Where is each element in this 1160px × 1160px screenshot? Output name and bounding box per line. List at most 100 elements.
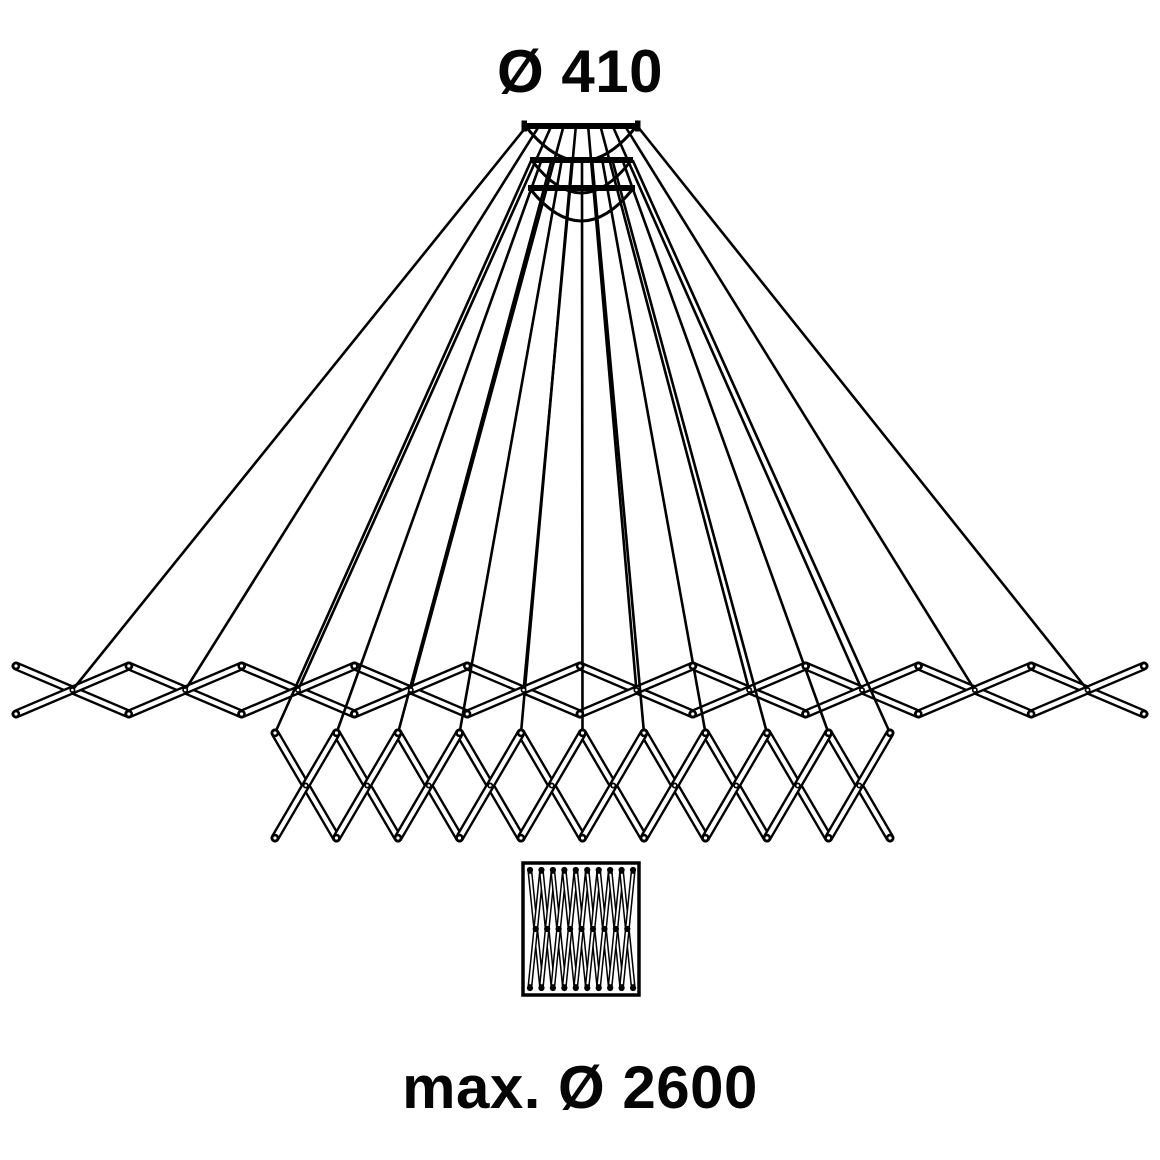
block-rivet [561, 984, 568, 992]
cable-fan-folded [621, 159, 830, 735]
crossing-rivet-hole [296, 688, 300, 692]
pivot-rivet-hole [1142, 712, 1146, 716]
pivot-rivet-hole [691, 664, 695, 668]
pivot-rivet-hole [127, 712, 131, 716]
canopy-end-cap [635, 120, 641, 132]
block-rivet [572, 866, 579, 874]
block-rivet [607, 984, 614, 992]
block-crossing-rivet [601, 925, 608, 933]
crossing-rivet-hole [71, 688, 74, 692]
canopy-disc [528, 185, 635, 191]
crossing-rivet-hole [427, 784, 431, 787]
pivot-rivet-hole [457, 836, 462, 840]
cable-fan-folded [396, 159, 553, 735]
crossing-rivet-hole [973, 688, 977, 692]
canopy-ring-arc [529, 189, 634, 223]
block-rivet [572, 984, 579, 992]
canopy-disc [524, 123, 638, 129]
cable-fan-extended [599, 125, 751, 692]
canopy-ring-arc [531, 161, 632, 195]
block-crossing-rivet [544, 925, 551, 933]
block-crossing-rivet [566, 925, 574, 933]
pivot-rivet-hole [826, 731, 831, 735]
block-rivet [595, 984, 602, 992]
pivot-rivet-hole [352, 664, 356, 668]
pivot-rivet-hole [334, 731, 339, 735]
cable-fan-extended [636, 125, 1089, 692]
block-rivet [629, 984, 637, 992]
crossing-rivet-hole [304, 784, 308, 787]
block-rivets [526, 866, 637, 992]
pivot-rivet-hole [457, 731, 462, 735]
cable-fan-extended [586, 125, 638, 692]
pivot-rivet-hole [14, 712, 18, 716]
block-rivet [584, 984, 591, 992]
cable-fan-folded [590, 159, 646, 735]
block-rivet [561, 866, 568, 874]
cable-fan-extended [71, 125, 528, 692]
crossing-rivet-hole [522, 688, 525, 692]
block-crossing-rivet [532, 925, 539, 933]
pivot-rivet-hole [691, 712, 695, 716]
cable-fan-folded [458, 159, 563, 735]
pivot-rivet-hole [1029, 712, 1033, 716]
pivot-rivet-hole [396, 731, 400, 735]
block-crossing-rivet [578, 925, 585, 933]
block-frame [521, 861, 641, 997]
pivot-rivet-hole [916, 712, 921, 716]
block-rivet [538, 984, 545, 992]
canopy-diameter-label: Ø 410 [497, 38, 663, 105]
crossing-rivet-hole [860, 688, 864, 692]
ceiling-canopy [521, 120, 641, 223]
pivot-rivet-hole [826, 836, 831, 840]
pivot-rivet-hole [273, 731, 277, 735]
max-diameter-label: max. Ø 2600 [402, 1054, 758, 1121]
block-rivet [618, 984, 625, 992]
block-rivet [584, 866, 591, 874]
crossing-rivet-hole [611, 784, 615, 787]
block-rivet [618, 866, 625, 874]
pivot-rivet-hole [1142, 664, 1146, 668]
cable-fan-folded [580, 159, 584, 735]
pivot-rivet-hole [888, 731, 892, 735]
canopy-disc [530, 157, 633, 163]
pivot-rivet-hole [14, 664, 18, 668]
cable-fan-folded [335, 159, 543, 735]
crossing-rivet-hole [365, 784, 369, 787]
cable-fan-folded [601, 159, 707, 735]
cable-fan-extended [611, 125, 864, 692]
pivot-rivet-hole [765, 836, 769, 840]
crossing-rivet-hole [635, 688, 638, 692]
pivot-rivet-hole [580, 836, 585, 840]
pivot-rivet-hole [888, 836, 892, 840]
crossing-rivet-hole [747, 688, 751, 692]
crossing-rivet-hole [1086, 688, 1089, 692]
pivot-rivet-hole [804, 664, 808, 668]
pivot-rivet-hole [240, 664, 244, 668]
pivot-rivet-hole [519, 836, 523, 840]
crossing-rivet-hole [796, 784, 800, 787]
crossing-rivet-hole [857, 784, 861, 787]
canopy-ring-arc [525, 127, 637, 163]
pivot-rivet-hole [334, 836, 339, 840]
block-rivet [526, 866, 534, 874]
pivot-rivet-hole [578, 712, 582, 716]
block-rivet [595, 866, 602, 874]
cable-fan-extended [296, 125, 553, 692]
block-crossing-rivet [555, 925, 562, 933]
block-rivet [549, 866, 557, 874]
pivot-rivet-hole [765, 731, 769, 735]
pivot-rivet-hole [240, 712, 244, 716]
cable-fan-extended [624, 125, 977, 692]
pivot-rivet-hole [465, 664, 469, 668]
block-rivet [526, 984, 534, 992]
pivot-rivet-hole [703, 836, 708, 840]
pivot-rivet-hole [703, 731, 708, 735]
cable-fan-extended [183, 125, 540, 692]
crossing-rivet-hole [734, 784, 738, 787]
pivot-rivet-hole [465, 712, 469, 716]
block-crossing-rivet [624, 925, 631, 933]
block-rivet [538, 866, 545, 874]
